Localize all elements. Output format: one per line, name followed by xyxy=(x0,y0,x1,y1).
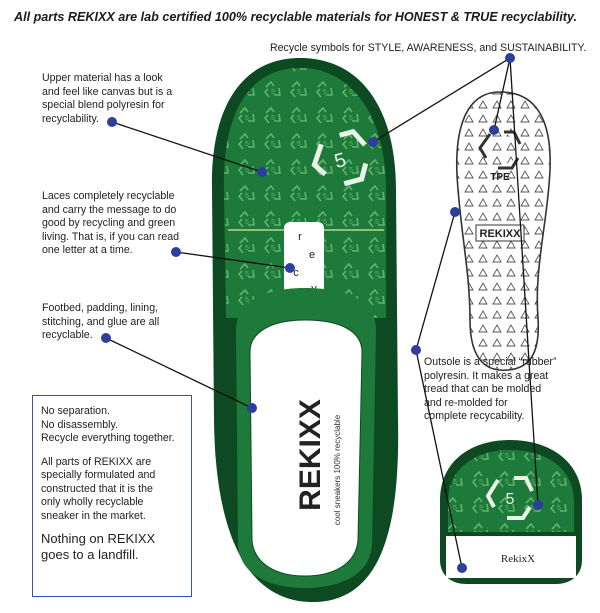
note-line: Outsole is a special “rubber” xyxy=(424,356,557,368)
leader-dot xyxy=(101,333,111,343)
leader-dot xyxy=(247,403,257,413)
box-line: No disassembly. xyxy=(41,418,118,431)
note-line: one letter at a time. xyxy=(42,244,133,256)
leader-line-footbed xyxy=(105,337,253,409)
leader-line-symbol-heel xyxy=(509,57,539,506)
outsole-brand: REKIXX xyxy=(480,228,522,240)
box-emphasis-line: goes to a landfill. xyxy=(41,547,139,562)
leader-line-upper xyxy=(111,121,263,173)
toe-recycle-symbol: 5 xyxy=(311,128,369,187)
note-line: and re-molded for xyxy=(424,396,508,409)
leader-dot xyxy=(457,563,467,573)
note-upper: Upper material has a look and feel like … xyxy=(42,72,212,126)
heel-upper xyxy=(448,450,574,532)
note-line: good by recycling and green xyxy=(42,217,176,229)
info-box: No separation. No disassembly. Recycle e… xyxy=(32,395,192,597)
leader-line-symbol-sole xyxy=(493,57,511,131)
footbed-tagline: cool sneakers 100% recyclable xyxy=(333,414,342,525)
note-line: living. That is, if you can read xyxy=(42,230,180,243)
leader-dot xyxy=(171,247,181,257)
box-line: constructed that it is the xyxy=(41,482,153,495)
note-line: and carry the message to do xyxy=(42,203,177,216)
footbed xyxy=(249,319,363,577)
lace-letter: c xyxy=(293,267,299,279)
leader-dot xyxy=(257,167,267,177)
leader-line-outsole-sole xyxy=(415,211,456,351)
outsole-tpe-label: TPE xyxy=(490,172,510,183)
leader-dot xyxy=(107,117,117,127)
note-recycle-symbols: Recycle symbols for STYLE, AWARENESS, an… xyxy=(270,42,587,54)
lace-letter: r xyxy=(298,231,302,243)
note-line: polyresin. It makes a great xyxy=(424,369,549,382)
note-laces: Laces completely recyclable and carry th… xyxy=(42,190,222,258)
note-line: Laces completely recyclable xyxy=(42,190,175,202)
leader-dot xyxy=(411,345,421,355)
leader-line-laces xyxy=(175,251,291,269)
shoe-upper xyxy=(223,68,386,318)
heel-brand: RekixX xyxy=(501,553,535,565)
heel-recycle-number: 5 xyxy=(506,491,515,508)
note-line: tread that can be molded xyxy=(424,383,542,395)
note-line: recyclability. xyxy=(42,112,99,125)
note-outsole: Outsole is a special “rubber” polyresin.… xyxy=(424,356,594,424)
shoe-top-view: 5 r e c y c l e REKIXX cool sneakers 100… xyxy=(211,58,399,603)
box-line: No separation. xyxy=(41,405,110,417)
leader-dot xyxy=(450,207,460,217)
heel-recycle-symbol: 5 xyxy=(485,476,534,520)
note-line: recyclable. xyxy=(42,329,93,341)
outsole-view: TPE REKIXX xyxy=(455,91,551,372)
leader-dot xyxy=(368,137,378,147)
leader-lines xyxy=(105,57,539,569)
lace-letter: e xyxy=(309,249,315,261)
box-line: All parts of REKIXX are xyxy=(41,455,152,468)
box-line: Recycle everything together. xyxy=(41,432,175,444)
note-line: Footbed, padding, lining, xyxy=(42,302,159,314)
note-line: Upper material has a look xyxy=(42,72,163,84)
box-emphasis-line: Nothing on REKIXX xyxy=(41,531,156,546)
note-line: and feel like canvas but is a xyxy=(42,85,173,98)
box-line: only wholly recyclable xyxy=(41,496,144,508)
leader-line-outsole-heel xyxy=(415,349,463,569)
leader-line-symbol-toe xyxy=(372,57,511,143)
leader-dot xyxy=(489,125,499,135)
leader-dots xyxy=(101,53,543,573)
leader-dot xyxy=(285,263,295,273)
box-line: specially formulated and xyxy=(41,469,156,481)
note-line: special blend polyresin for xyxy=(42,99,165,111)
note-line: complete recycability. xyxy=(424,410,525,422)
footbed-brand: REKIXX xyxy=(294,399,327,511)
headline: All parts REKIXX are lab certified 100% … xyxy=(14,10,577,24)
toe-recycle-number: 5 xyxy=(332,149,348,173)
leader-dot xyxy=(533,500,543,510)
heel-view: 5 RekixX xyxy=(440,440,582,584)
note-line: stitching, and glue are all xyxy=(42,315,160,328)
leader-dot xyxy=(505,53,515,63)
box-line: sneaker in the market. xyxy=(41,509,146,522)
note-footbed: Footbed, padding, lining, stitching, and… xyxy=(42,302,212,343)
